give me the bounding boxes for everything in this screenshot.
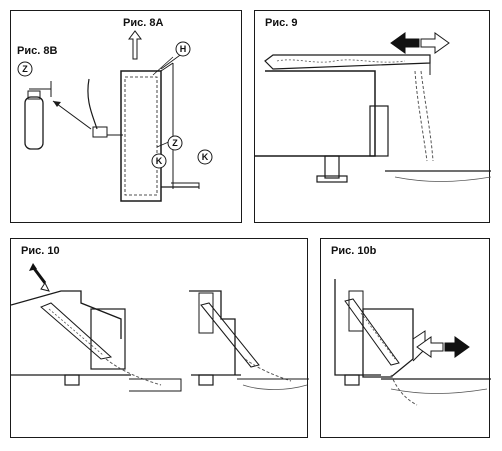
- figure-10b-drawing: [334, 279, 491, 406]
- figure-8-drawing: H Z Z K K: [17, 30, 213, 202]
- callout-z2-circle: [167, 135, 183, 151]
- figure-10-caption: Рис. 10: [21, 245, 60, 257]
- callout-z-8a: Z: [172, 138, 178, 148]
- callout-k-2: K: [202, 152, 209, 162]
- figure-8a-caption: Рис. 8A: [123, 17, 164, 29]
- figure-10-panel: Рис. 10: [10, 238, 309, 438]
- figure-9-panel: Рис. 9: [254, 10, 491, 223]
- figure-10b-caption: Рис. 10b: [331, 245, 377, 257]
- figure-9-drawing: [255, 32, 491, 183]
- callout-k2-circle: [197, 149, 213, 165]
- figure-9-caption: Рис. 9: [265, 17, 298, 29]
- figure-8b-caption: Рис. 8B: [17, 45, 58, 57]
- figure-8-panel: Рис. 8A Рис. 8B H Z Z: [10, 10, 242, 223]
- callout-h: H: [180, 44, 187, 54]
- figure-10-drawing: [11, 263, 309, 392]
- figure-10b-panel: Рис. 10b: [320, 238, 491, 438]
- callout-z-circle: [17, 61, 33, 77]
- callout-z-8b: Z: [22, 64, 28, 74]
- callout-k1-circle: [151, 153, 167, 169]
- callout-h-circle: [175, 41, 191, 57]
- callout-k-1: K: [156, 156, 163, 166]
